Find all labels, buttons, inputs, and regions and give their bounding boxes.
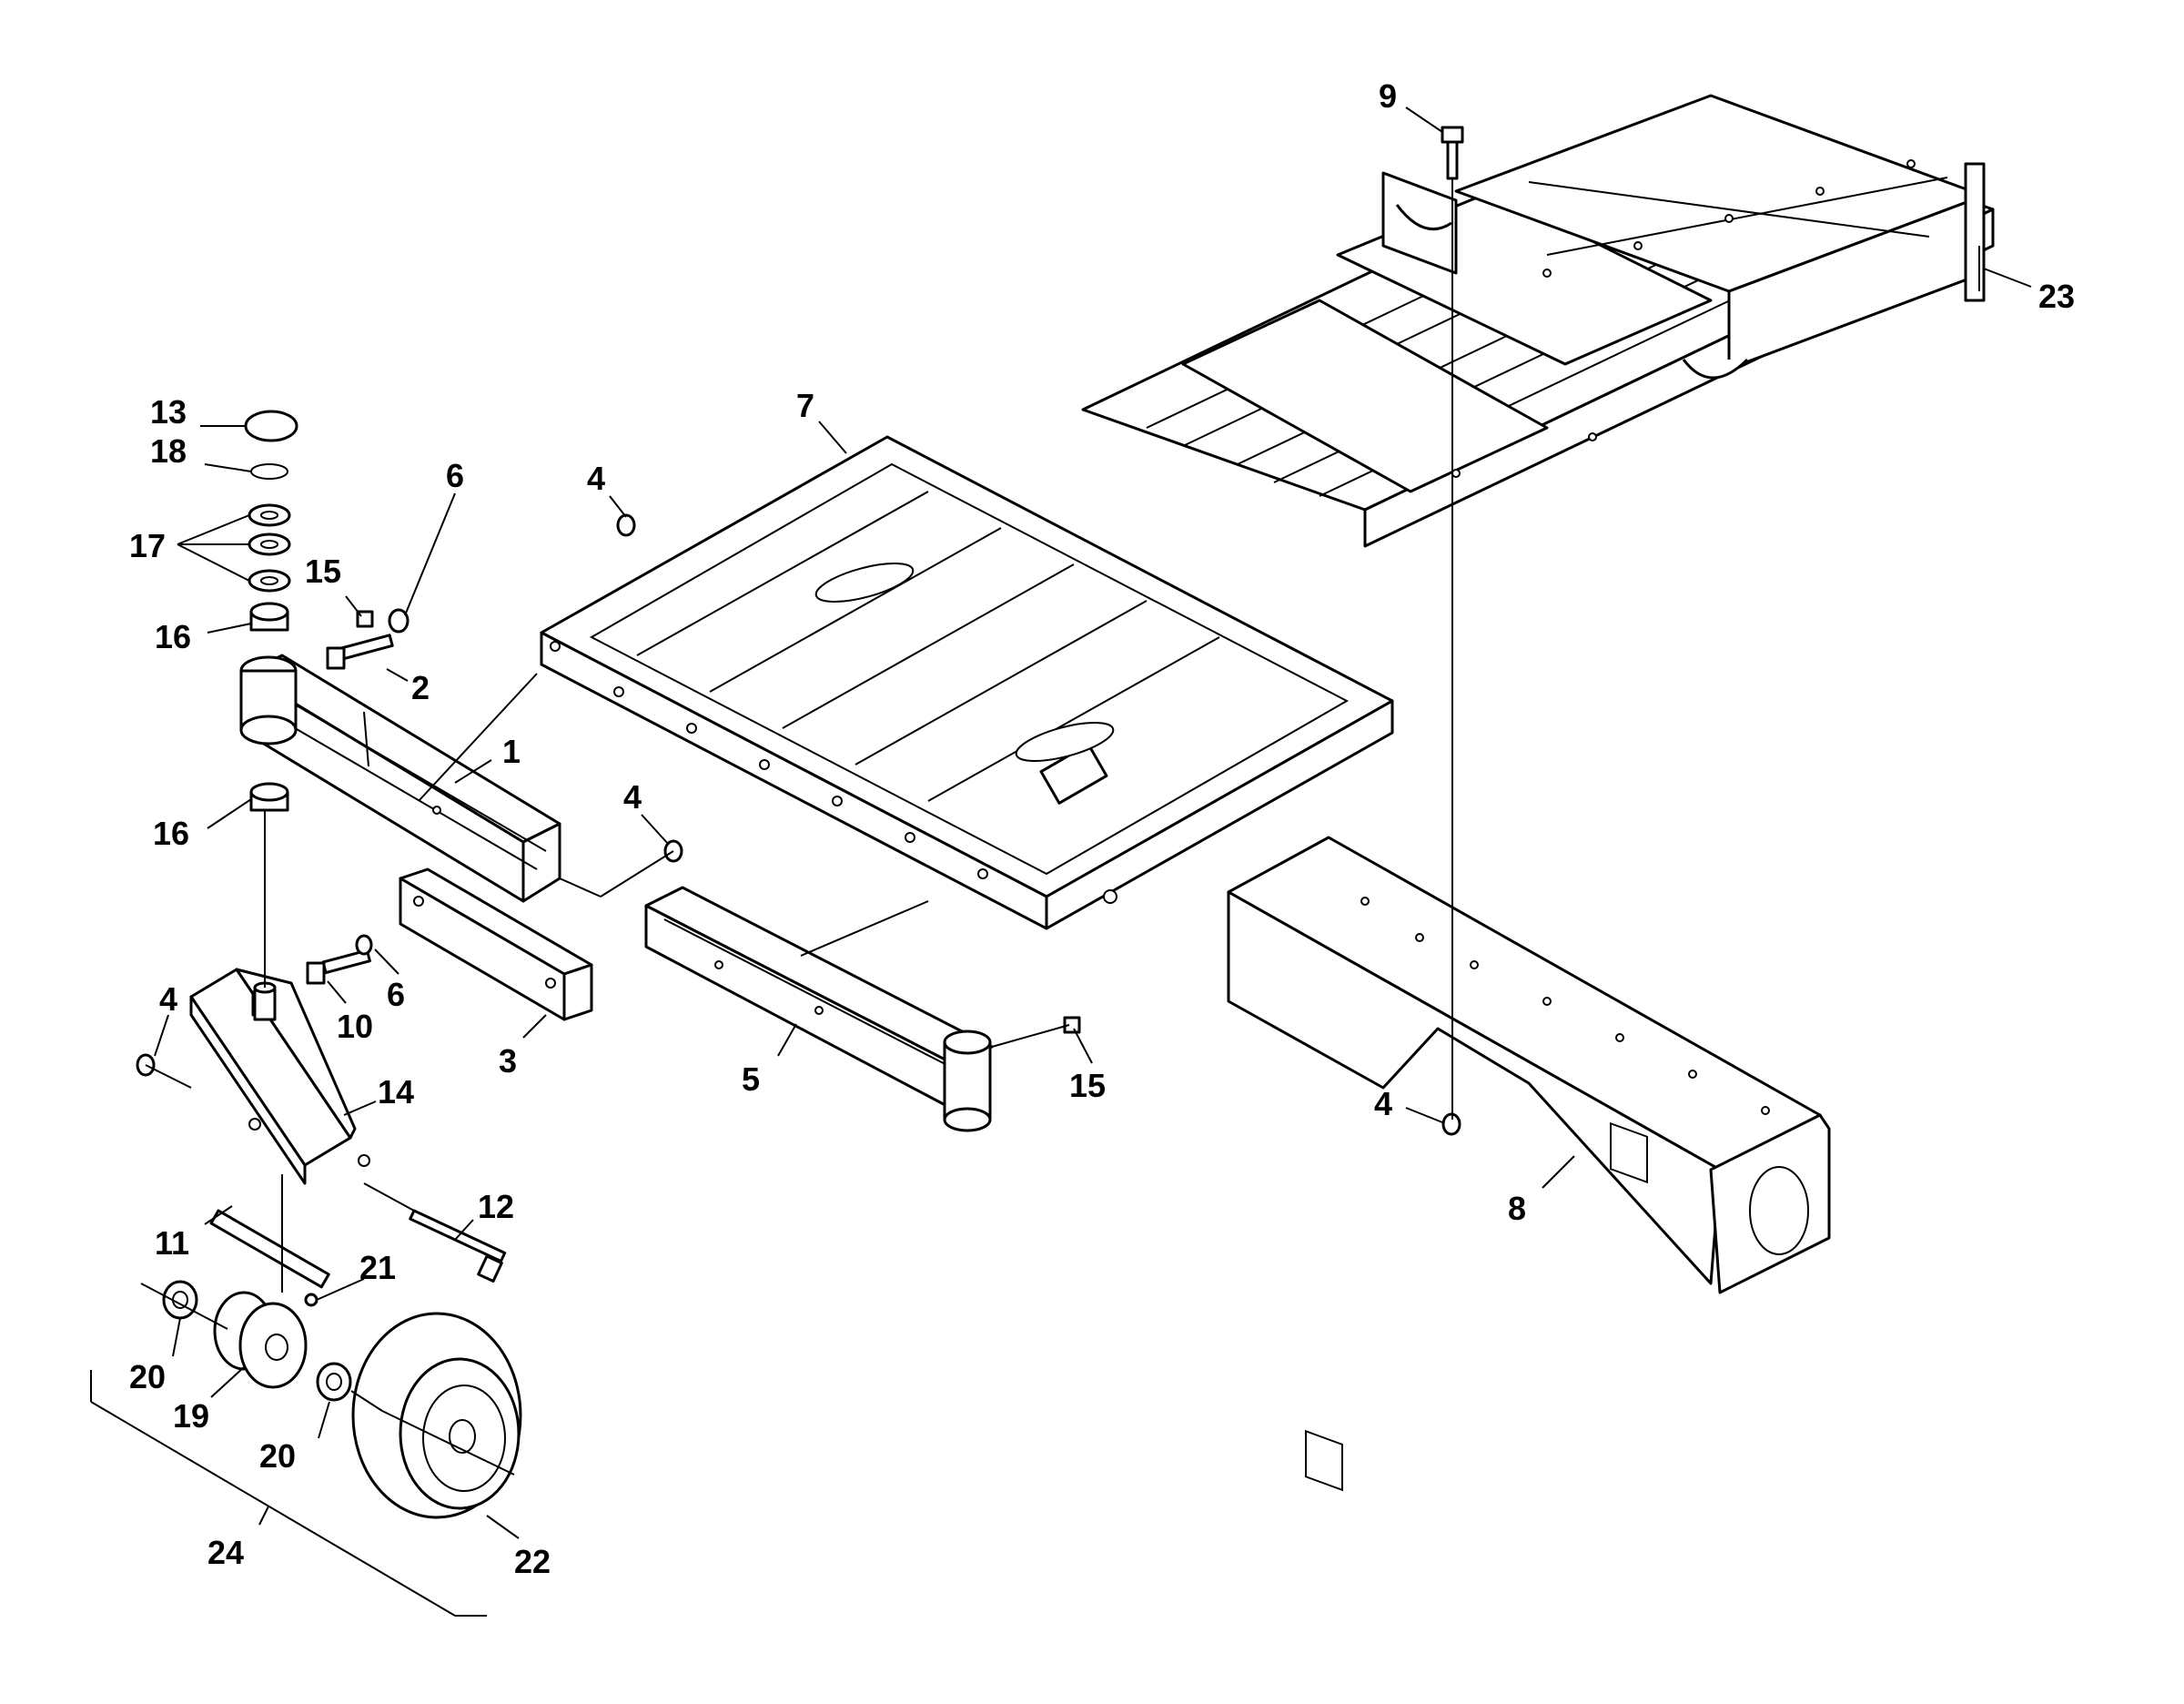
main-frame: [1081, 94, 1995, 548]
washer-6b: [355, 934, 373, 956]
callout-5: 5: [742, 1060, 760, 1098]
callout-21: 21: [359, 1249, 396, 1286]
wheel-bearing-left: [162, 1280, 198, 1320]
callout-24: 24: [207, 1534, 244, 1571]
explode-lines: [90, 178, 1980, 1617]
callout-1: 1: [502, 733, 521, 770]
bolt-9: [1441, 126, 1464, 180]
nut-4a: [616, 513, 636, 537]
side-frame-rail: [1227, 836, 1831, 1492]
callout-6a: 6: [446, 457, 464, 494]
callout-4c: 4: [159, 980, 177, 1018]
bearing-lower: [249, 782, 289, 812]
callout-12: 12: [478, 1188, 514, 1225]
callout-15a: 15: [305, 553, 341, 590]
brace-bracket: [399, 867, 593, 1021]
bolt-2: [326, 634, 394, 670]
callout-18: 18: [150, 432, 187, 470]
wheel-hub: [213, 1291, 308, 1389]
callout-4d: 4: [1374, 1085, 1392, 1122]
callout-15b: 15: [1069, 1067, 1106, 1104]
wheel-bearing-right: [316, 1362, 352, 1402]
callout-11: 11: [155, 1224, 189, 1262]
axle-spacer: [209, 1209, 330, 1289]
callout-20a: 20: [129, 1358, 166, 1395]
bearing-upper: [249, 602, 289, 632]
callout-14: 14: [378, 1073, 414, 1111]
callout-16a: 16: [155, 618, 191, 655]
caster-fork: [189, 968, 370, 1185]
callout-2: 2: [411, 669, 430, 706]
callout-13: 13: [150, 393, 187, 431]
callout-4a: 4: [587, 460, 605, 497]
dust-cap: [244, 410, 298, 442]
bolt-10: [306, 948, 371, 985]
caster-wheel: [351, 1312, 522, 1519]
washer-6a: [388, 608, 410, 634]
caster-stem: [253, 796, 277, 1021]
caster-arm-left: [239, 654, 561, 903]
caster-arm-right: [644, 886, 994, 1132]
callout-19: 19: [173, 1397, 209, 1435]
grease-fitting: [304, 1293, 318, 1307]
callout-16b: 16: [153, 815, 189, 852]
callout-22: 22: [514, 1543, 551, 1580]
callout-17: 17: [129, 527, 166, 564]
callout-20b: 20: [259, 1437, 296, 1475]
callout-7: 7: [796, 387, 814, 424]
callout-3: 3: [499, 1042, 517, 1080]
washers: [248, 503, 291, 593]
callout-labels: 1 2 3 4 4 4 4 5 6 6 7 8 9 10 11 12 13 14…: [129, 77, 2075, 1580]
callout-23: 23: [2038, 278, 2075, 315]
nut-15b: [1063, 1016, 1081, 1034]
retaining-ring: [250, 463, 288, 480]
callout-9: 9: [1379, 77, 1397, 115]
callout-8: 8: [1508, 1190, 1526, 1227]
seat-support-frame: [540, 435, 1394, 930]
callout-leaders: [154, 106, 2032, 1539]
callout-4b: 4: [623, 778, 642, 816]
callout-6b: 6: [387, 976, 405, 1013]
callout-10: 10: [337, 1008, 373, 1045]
